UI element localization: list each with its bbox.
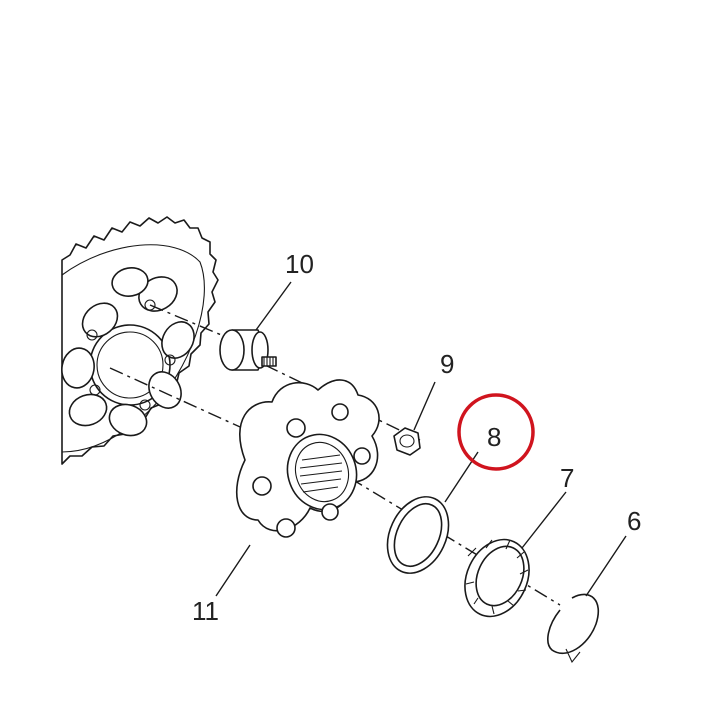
callout-8: 8 (487, 422, 501, 452)
rear-sprocket (61, 216, 219, 465)
part-7-ring-nut (464, 538, 530, 618)
highlight-ring (457, 393, 535, 471)
carrier-stud-holes (252, 403, 371, 538)
part-11-sprocket-carrier (235, 379, 380, 538)
sprocket-bolt-holes (86, 299, 176, 411)
part-10-stud-bushing (219, 329, 277, 371)
part-9-flange-nut (393, 427, 421, 456)
callout-6: 6 (627, 506, 641, 536)
callout-7: 7 (560, 463, 574, 493)
part-8-washer (386, 496, 450, 574)
sprocket-lightening-holes (61, 267, 195, 437)
part-6-circlip (547, 593, 600, 664)
callout-10: 10 (285, 249, 314, 279)
callout-11: 11 (192, 596, 219, 626)
callout-9: 9 (440, 349, 454, 379)
